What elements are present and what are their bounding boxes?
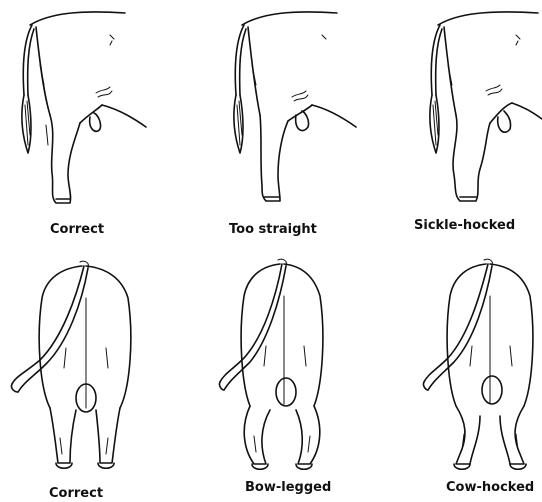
label-side-too-straight: Too straight — [229, 222, 317, 237]
label-rear-bow-legged: Bow-legged — [245, 480, 331, 495]
label-side-correct: Correct — [50, 222, 104, 237]
label-side-sickle-hocked: Sickle-hocked — [414, 218, 515, 233]
label-rear-cow-hocked: Cow-hocked — [446, 480, 534, 495]
label-rear-correct: Correct — [49, 486, 103, 501]
side-view-sickle-hocked-drawing — [420, 5, 542, 210]
side-view-correct-drawing — [10, 5, 160, 210]
rear-view-cow-hocked-drawing — [414, 256, 542, 478]
rear-view-correct-drawing — [6, 258, 156, 478]
rear-view-bow-legged-drawing — [214, 256, 344, 478]
side-view-too-straight-drawing — [222, 5, 372, 210]
